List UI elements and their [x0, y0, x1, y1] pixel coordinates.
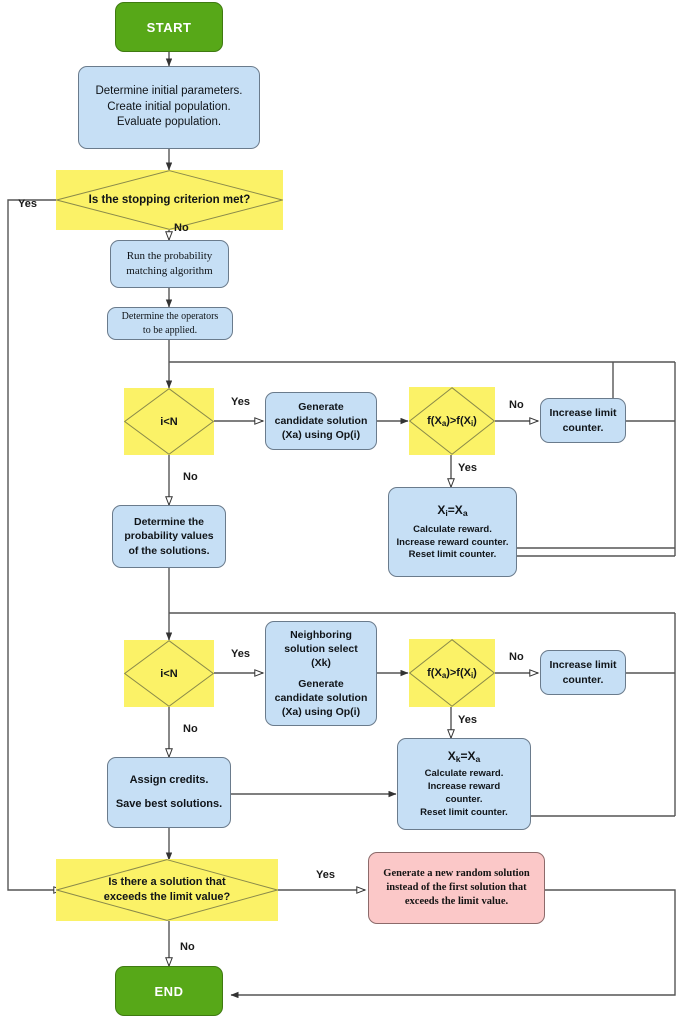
node-probability-matching-line-1: Run the probability [126, 250, 213, 263]
edge-label-limit-no: No [180, 941, 195, 953]
node-probability-values[interactable]: Determine the probability values of the … [112, 505, 226, 568]
node-accept-solution-2[interactable]: Xk=Xa Calculate reward. Increase reward … [397, 738, 531, 830]
node-accept-solution-2-line-2: Increase reward [427, 781, 501, 793]
node-probability-values-line-3: of the solutions. [128, 544, 210, 557]
node-end[interactable]: END [115, 966, 223, 1016]
node-generate-candidate-1-line-1: Generate [298, 400, 344, 413]
node-limit-check[interactable]: Is there a solution that exceeds the lim… [56, 859, 278, 921]
diamond-shape [124, 388, 214, 455]
node-probability-matching-line-2: matching algorithm [126, 265, 213, 277]
node-loop1-condition-label: i<N [160, 415, 178, 428]
node-increase-limit-counter-1-line-2: counter. [562, 421, 604, 434]
diamond-shape [56, 859, 278, 921]
node-probability-values-line-1: Determine the [133, 516, 205, 529]
edge-label-loop2-yes: Yes [231, 648, 250, 660]
node-initialize[interactable]: Determine initial parameters. Create ini… [78, 66, 260, 149]
node-compare-fitness-1-label: f(Xa)>f(Xi) [427, 414, 477, 428]
node-generate-candidate-1-line-3: (Xa) using Op(i) [281, 429, 361, 442]
node-end-label: END [154, 983, 184, 999]
node-regenerate-solution[interactable]: Generate a new random solution instead o… [368, 852, 545, 924]
edge-label-stopping-yes: Yes [18, 198, 37, 210]
node-neighboring-generate-2-line-1: Neighboring [290, 628, 352, 641]
node-accept-solution-1[interactable]: Xi=Xa Calculate reward. Increase reward … [388, 487, 517, 577]
node-determine-operators-line-1: Determine the operators [121, 311, 219, 322]
edge-label-cmp1-yes: Yes [458, 462, 477, 474]
edge-label-cmp2-no: No [509, 651, 524, 663]
node-neighboring-generate-2[interactable]: Neighboring solution select (Xk) Generat… [265, 621, 377, 726]
diamond-shape [409, 639, 495, 707]
node-stopping-criterion-label: Is the stopping criterion met? [88, 194, 251, 206]
node-increase-limit-counter-1-line-1: Increase limit [549, 407, 617, 420]
node-loop2-condition-label: i<N [160, 667, 178, 680]
node-regenerate-solution-line-2: instead of the first solution that [386, 881, 527, 893]
node-increase-limit-counter-2[interactable]: Increase limit counter. [540, 650, 626, 695]
edge-label-cmp2-yes: Yes [458, 714, 477, 726]
node-accept-solution-1-line-1: Calculate reward. [413, 523, 492, 535]
node-initialize-line-1: Determine initial parameters. [95, 85, 243, 98]
node-compare-fitness-2-label: f(Xa)>f(Xi) [427, 666, 477, 680]
node-neighboring-generate-2-line-6: candidate solution [274, 691, 368, 704]
node-accept-solution-2-heading: Xk=Xa [447, 749, 481, 765]
node-regenerate-solution-line-1: Generate a new random solution [383, 867, 530, 879]
node-neighboring-generate-2-line-2: solution select [284, 643, 358, 656]
node-assign-credits-line-1: Assign credits. [129, 774, 209, 787]
diamond-shape [56, 170, 283, 230]
node-accept-solution-1-line-2: Increase reward counter. [396, 536, 509, 548]
diamond-shape [124, 640, 214, 707]
node-assign-credits[interactable]: Assign credits. Save best solutions. [107, 757, 231, 828]
node-generate-candidate-1-line-2: candidate solution [274, 414, 368, 427]
node-increase-limit-counter-2-line-1: Increase limit [549, 659, 617, 672]
node-increase-limit-counter-1[interactable]: Increase limit counter. [540, 398, 626, 443]
diamond-shape [409, 387, 495, 455]
node-generate-candidate-1[interactable]: Generate candidate solution (Xa) using O… [265, 392, 377, 450]
node-initialize-line-3: Evaluate population. [116, 116, 222, 129]
node-determine-operators-line-2: to be applied. [142, 324, 198, 336]
node-loop1-condition[interactable]: i<N [124, 388, 214, 455]
node-accept-solution-2-line-3: counter. [445, 793, 483, 805]
node-accept-solution-2-line-1: Calculate reward. [424, 768, 504, 780]
node-increase-limit-counter-2-line-2: counter. [562, 673, 604, 686]
node-limit-check-line-2: exceeds the limit value? [103, 891, 231, 903]
node-accept-solution-1-heading: Xi=Xa [437, 502, 468, 519]
node-compare-fitness-1[interactable]: f(Xa)>f(Xi) [409, 387, 495, 455]
edge-label-stopping-no: No [174, 222, 189, 234]
edge-label-cmp1-no: No [509, 399, 524, 411]
node-stopping-criterion[interactable]: Is the stopping criterion met? [56, 170, 283, 230]
node-probability-matching[interactable]: Run the probability matching algorithm [110, 240, 229, 288]
node-compare-fitness-2[interactable]: f(Xa)>f(Xi) [409, 639, 495, 707]
node-neighboring-generate-2-line-7: (Xa) using Op(i) [281, 705, 361, 718]
node-probability-values-line-2: probability values [124, 530, 214, 543]
node-neighboring-generate-2-line-5: Generate [298, 677, 344, 690]
node-initialize-line-2: Create initial population. [107, 100, 231, 113]
node-neighboring-generate-2-line-3: (Xk) [311, 657, 331, 670]
node-regenerate-solution-line-3: exceeds the limit value. [404, 896, 509, 908]
node-accept-solution-1-line-3: Reset limit counter. [408, 549, 497, 561]
edge-label-loop1-no: No [183, 471, 198, 483]
node-start-label: START [146, 19, 192, 35]
node-start[interactable]: START [115, 2, 223, 52]
node-accept-solution-2-line-4: Reset limit counter. [420, 806, 508, 818]
node-determine-operators[interactable]: Determine the operators to be applied. [107, 307, 233, 340]
edge-label-limit-yes: Yes [316, 869, 335, 881]
node-limit-check-line-1: Is there a solution that [108, 876, 226, 889]
edge-label-loop1-yes: Yes [231, 396, 250, 408]
node-assign-credits-line-2: Save best solutions. [115, 798, 223, 810]
node-loop2-condition[interactable]: i<N [124, 640, 214, 707]
edge-label-loop2-no: No [183, 723, 198, 735]
